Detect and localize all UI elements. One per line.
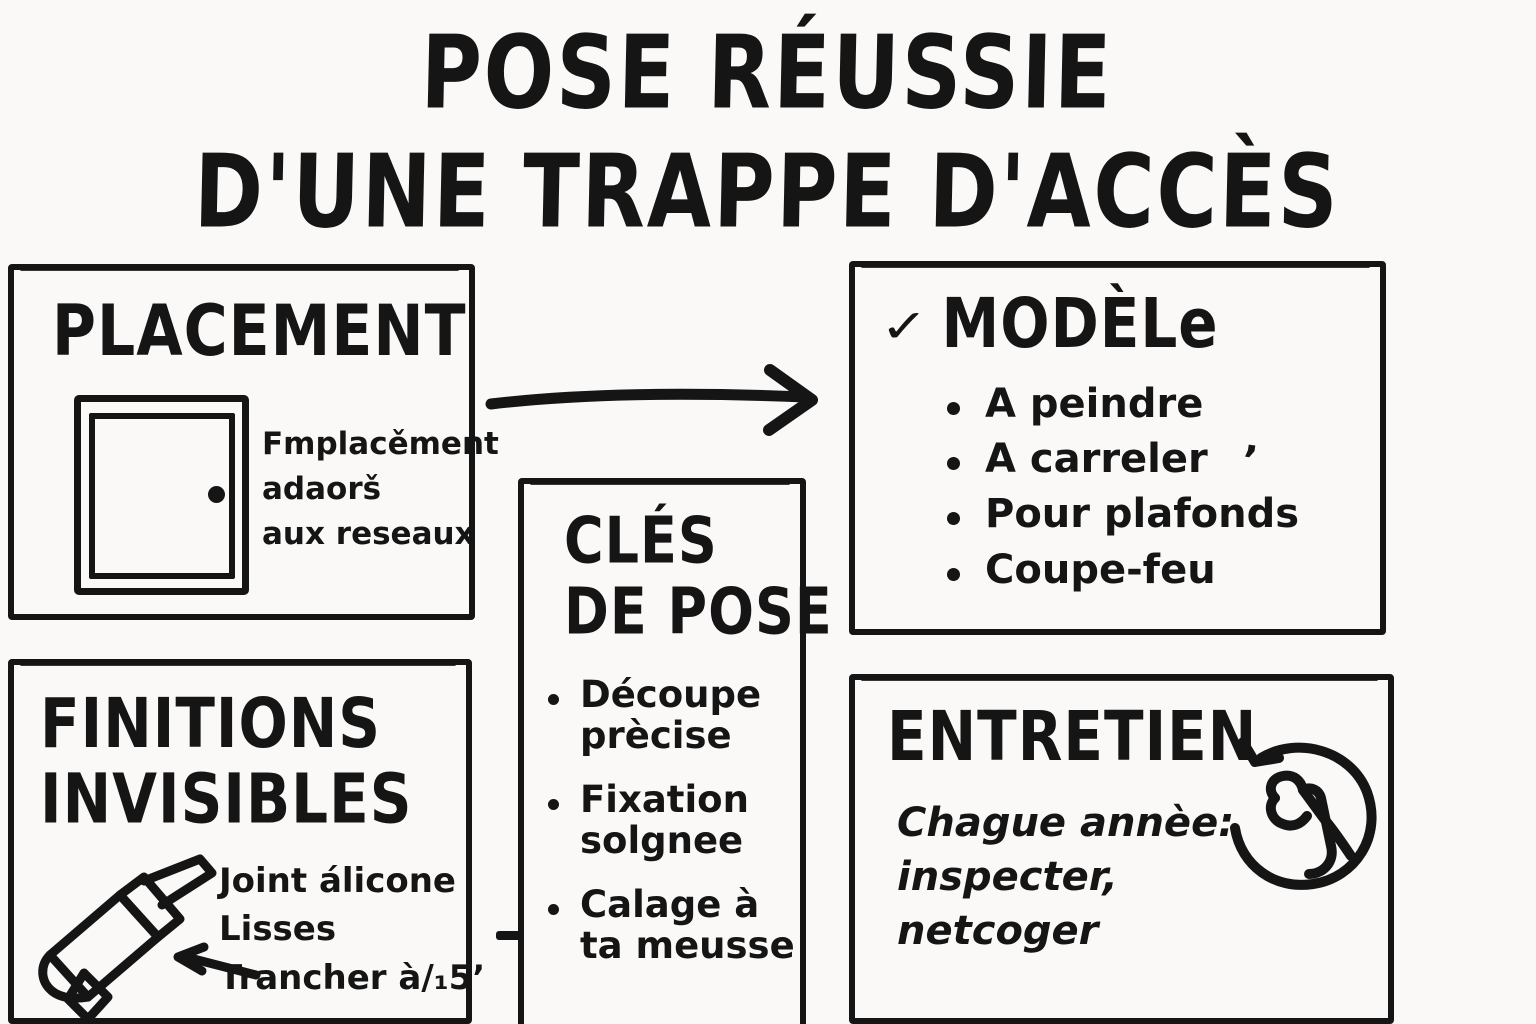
card-modele-heading: MODÈLe [941, 283, 1219, 364]
card-cles-de-pose: CLÉS DE POSE Découpe prècise Fixation so… [518, 478, 832, 1024]
entretien-note-line-2: inspecter, [897, 854, 1118, 900]
card-modele-list: A peindre A carreler Pour plafonds Coupe… [943, 377, 1373, 598]
hatch-door-icon [74, 395, 249, 595]
entretien-note-line-3: netcoger [897, 908, 1099, 954]
entretien-note-line-1: Chague annèe: [897, 800, 1235, 846]
card-placement-note: Fmplacěment adaorš aux reseaux [262, 422, 499, 557]
finitions-heading-line-1: FINITIONS [40, 683, 382, 764]
list-item: A carreler [943, 432, 1373, 487]
card-entretien-note: Chague annèe: inspecter, netcoger [897, 796, 1297, 958]
card-modele-heading-row: ✓ MODÈLe [880, 288, 1219, 358]
finitions-note-line-3: Trancher à/₁5’ [219, 957, 486, 998]
caulk-gun-icon [32, 847, 242, 1024]
page-title: POSE RÉUSSIE D'UNE TRAPPE D'ACCÈS [0, 13, 1536, 250]
card-modele: ✓ MODÈLe A peindre A carreler Pour plafo… [849, 261, 1386, 635]
list-item: A peindre [943, 377, 1373, 432]
checkmark-icon: ✓ [880, 299, 929, 353]
page-title-line-2: D'UNE TRAPPE D'ACCÈS [192, 132, 1341, 251]
wrench-cycle-icon [1227, 728, 1392, 898]
placement-note-line-2: adaorš [262, 470, 382, 507]
hatch-handle-dot [208, 486, 225, 503]
arrow-left-small-icon [173, 942, 261, 980]
list-item: Fixation solgnee [546, 779, 796, 862]
card-finitions-heading: FINITIONS INVISIBLES [40, 683, 413, 839]
cles-heading-line-1: CLÉS [564, 503, 718, 578]
card-entretien-heading: ENTRETIEN [887, 696, 1258, 777]
cles-heading-line-2: DE POSE [564, 574, 833, 650]
placement-note-line-3: aux reseaux [262, 515, 475, 552]
card-entretien: ENTRETIEN Chague annèe: inspecter, netco… [849, 674, 1394, 1024]
card-placement: PLACEMENT Fmplacěment adaorš aux reseaux [8, 264, 499, 620]
card-cles-list: Découpe prècise Fixation solgnee Calage … [546, 674, 796, 989]
card-finitions-note: Joint álicone Lisses Trancher à/₁5’ [219, 857, 486, 1002]
finitions-note-line-2: Lisses [219, 909, 337, 950]
finitions-heading-line-2: INVISIBLES [40, 758, 413, 839]
page-title-line-1: POSE RÉUSSIE [419, 13, 1115, 132]
placement-note-line-1: Fmplacěment [262, 426, 499, 462]
card-finitions-invisibles: FINITIONS INVISIBLES Joint álico [8, 659, 485, 1024]
list-item: Découpe prècise [546, 674, 796, 757]
finitions-note-line-1: Joint álicone [219, 861, 456, 901]
list-item: Coupe-feu [943, 543, 1373, 598]
list-item: Calage à ta meusse [546, 884, 796, 967]
card-cles-heading: CLÉS DE POSE [564, 503, 833, 650]
list-item: Pour plafonds [943, 487, 1373, 542]
cles-left-stub-mark [496, 931, 522, 940]
card-placement-heading: PLACEMENT [52, 290, 467, 373]
arrow-right-icon [485, 356, 855, 446]
